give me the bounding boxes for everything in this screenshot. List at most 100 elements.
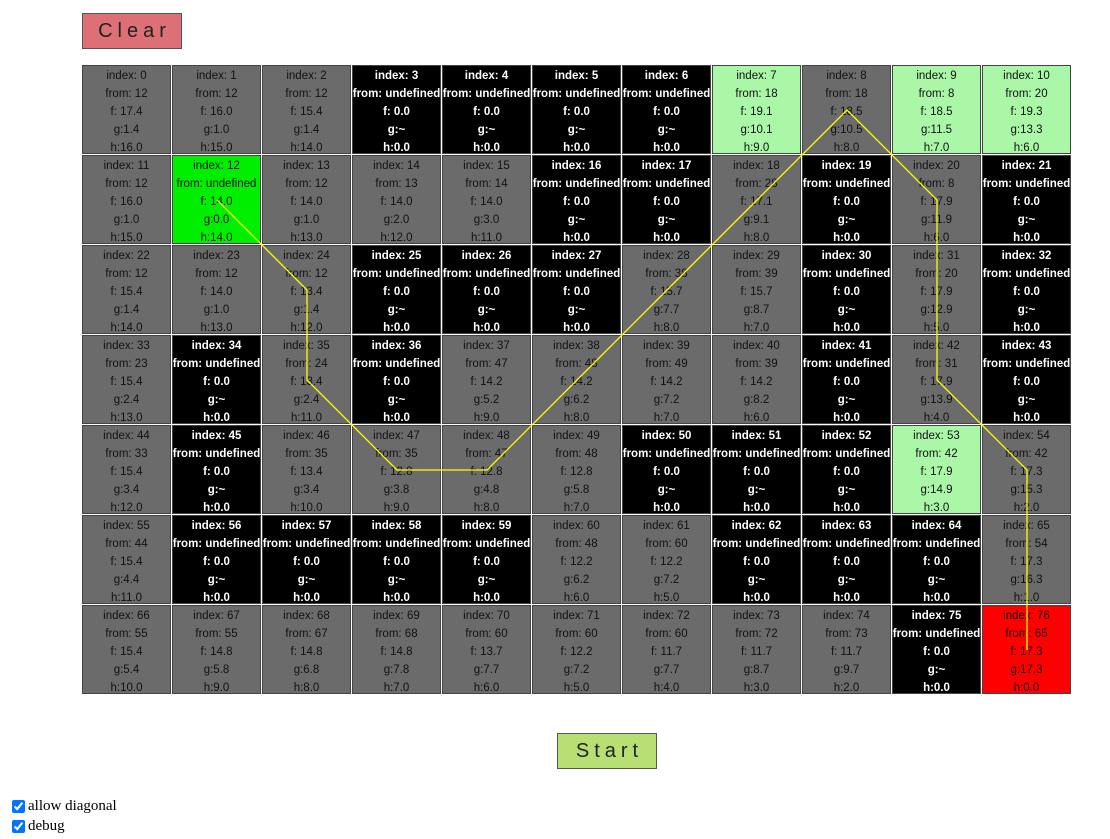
cell-index: index: 76 [1003, 610, 1050, 622]
cell-index: index: 53 [913, 430, 960, 442]
cell-g: g:10.5 [830, 124, 863, 136]
cell-g: g:~ [207, 484, 226, 496]
cell-f: f: 0.0 [743, 466, 770, 478]
debug-option[interactable]: debug [12, 816, 65, 836]
clear-button[interactable]: Clear [82, 13, 182, 49]
cell-g: g:0.0 [203, 214, 230, 226]
allow-diagonal-option[interactable]: allow diagonal [12, 796, 117, 816]
cell-from: from: 39 [735, 268, 778, 280]
cell-index: index: 40 [733, 340, 780, 352]
start-button[interactable]: Start [557, 733, 657, 769]
cell-from: from: undefined [982, 358, 1071, 370]
cell-f: f: 14.0 [200, 286, 233, 298]
cell-from: from: undefined [802, 358, 891, 370]
allow-diagonal-checkbox[interactable] [12, 799, 25, 813]
cell-from: from: undefined [532, 88, 621, 100]
cell-g: g:1.4 [293, 304, 320, 316]
cell-from: from: undefined [442, 268, 531, 280]
cell-f: f: 19.3 [1010, 106, 1043, 118]
debug-checkbox[interactable] [12, 819, 25, 833]
cell-from: from: 12 [195, 268, 238, 280]
cell-g: g:~ [657, 124, 676, 136]
